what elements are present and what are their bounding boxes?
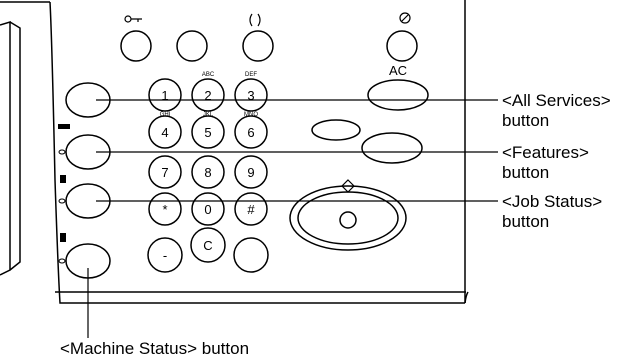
callout-title: <Job Status> [502, 192, 603, 211]
key-label: 9 [247, 165, 254, 180]
key-3[interactable] [234, 78, 268, 112]
key-speed-dial[interactable] [233, 237, 269, 273]
key-letters: DEF [245, 72, 257, 78]
key-icon [124, 15, 142, 23]
machine-status-callout: <Machine Status> button [60, 339, 250, 358]
key-label: 4 [161, 125, 168, 140]
callout-title: <All Services> [502, 91, 611, 110]
left-small-icons [58, 124, 70, 242]
left-buttons [65, 82, 111, 279]
job-status-icon [60, 175, 66, 183]
key-letters: MNO [244, 112, 258, 118]
power-icon [399, 12, 411, 24]
power-button[interactable] [386, 30, 418, 62]
key-label: 6 [247, 125, 254, 140]
interrupt-mode-button[interactable] [311, 119, 361, 141]
key-label: 2 [204, 88, 211, 103]
key-label: 3 [247, 88, 254, 103]
all-services-callout: <All Services> button [502, 91, 611, 131]
key-6[interactable] [234, 115, 268, 149]
key-button[interactable] [120, 30, 152, 62]
key-label: # [247, 202, 255, 217]
key-label: 0 [204, 202, 211, 217]
key-label: * [162, 202, 167, 217]
keypad-labels: 1 2 3 4 5 6 7 8 9 * 0 # - C ABC DEF GHI … [160, 72, 259, 263]
all-clear-label: AC [389, 63, 407, 78]
key-9[interactable] [234, 155, 268, 189]
key-clear[interactable] [190, 227, 226, 263]
stop-button[interactable] [361, 132, 423, 164]
key-label: 7 [161, 165, 168, 180]
start-light [339, 211, 357, 229]
machine-status-icon [60, 233, 66, 242]
all-clear-button[interactable] [367, 79, 429, 111]
leader-lines [87, 99, 498, 338]
right-controls [289, 79, 429, 251]
key-8[interactable] [191, 155, 225, 189]
key-pause[interactable] [147, 237, 183, 273]
key-4[interactable] [148, 115, 182, 149]
key-label: 5 [204, 125, 211, 140]
key-letters: ABC [202, 72, 215, 78]
interrupt-button[interactable] [176, 30, 208, 62]
key-letters: JKL [203, 112, 214, 118]
callout-suffix: button [502, 163, 550, 182]
job-status-callout: <Job Status> button [502, 192, 602, 232]
key-label: 8 [204, 165, 211, 180]
top-button-row [120, 30, 418, 62]
key-letters: GHI [160, 112, 171, 118]
key-label: C [203, 238, 212, 253]
key-2[interactable] [191, 78, 225, 112]
callout-suffix: button [502, 212, 550, 231]
key-7[interactable] [148, 155, 182, 189]
key-label: - [163, 248, 167, 263]
speaker-icon [249, 13, 261, 27]
callout-title: <Features> [502, 143, 589, 162]
speaker-button[interactable] [242, 30, 274, 62]
keypad [147, 78, 269, 273]
key-5[interactable] [191, 115, 225, 149]
features-callout: <Features> button [502, 143, 589, 183]
callout-suffix: button [502, 111, 550, 130]
key-label: 1 [161, 88, 168, 103]
left-indicator-lights [58, 149, 66, 264]
features-icon [58, 124, 70, 129]
start-icon [341, 179, 355, 193]
key-1[interactable] [148, 78, 182, 112]
